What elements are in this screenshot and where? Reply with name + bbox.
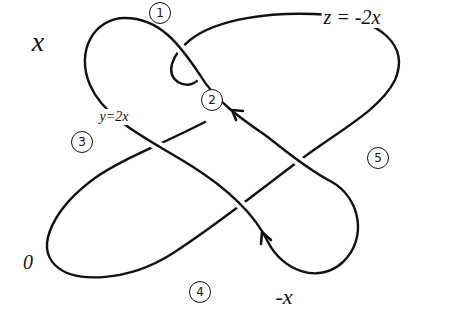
callout-number: 5 — [367, 147, 389, 169]
strand-halo — [47, 14, 399, 278]
callout-number: 1 — [149, 2, 171, 24]
strand-halo — [85, 18, 358, 273]
strand-label: -x — [273, 285, 294, 309]
knot-strand — [85, 18, 358, 273]
callout-number: 3 — [71, 131, 93, 153]
strand-label: x — [30, 27, 46, 57]
callout-number: 2 — [201, 89, 223, 111]
orientation-arrow — [232, 110, 243, 120]
strand-label: z = -2x — [322, 6, 383, 28]
orientation-arrow — [261, 232, 271, 244]
strand-label: 0 — [21, 251, 35, 273]
strand-label: y=2x — [98, 109, 131, 125]
knot-strand — [47, 14, 399, 278]
callout-number: 4 — [189, 281, 211, 303]
